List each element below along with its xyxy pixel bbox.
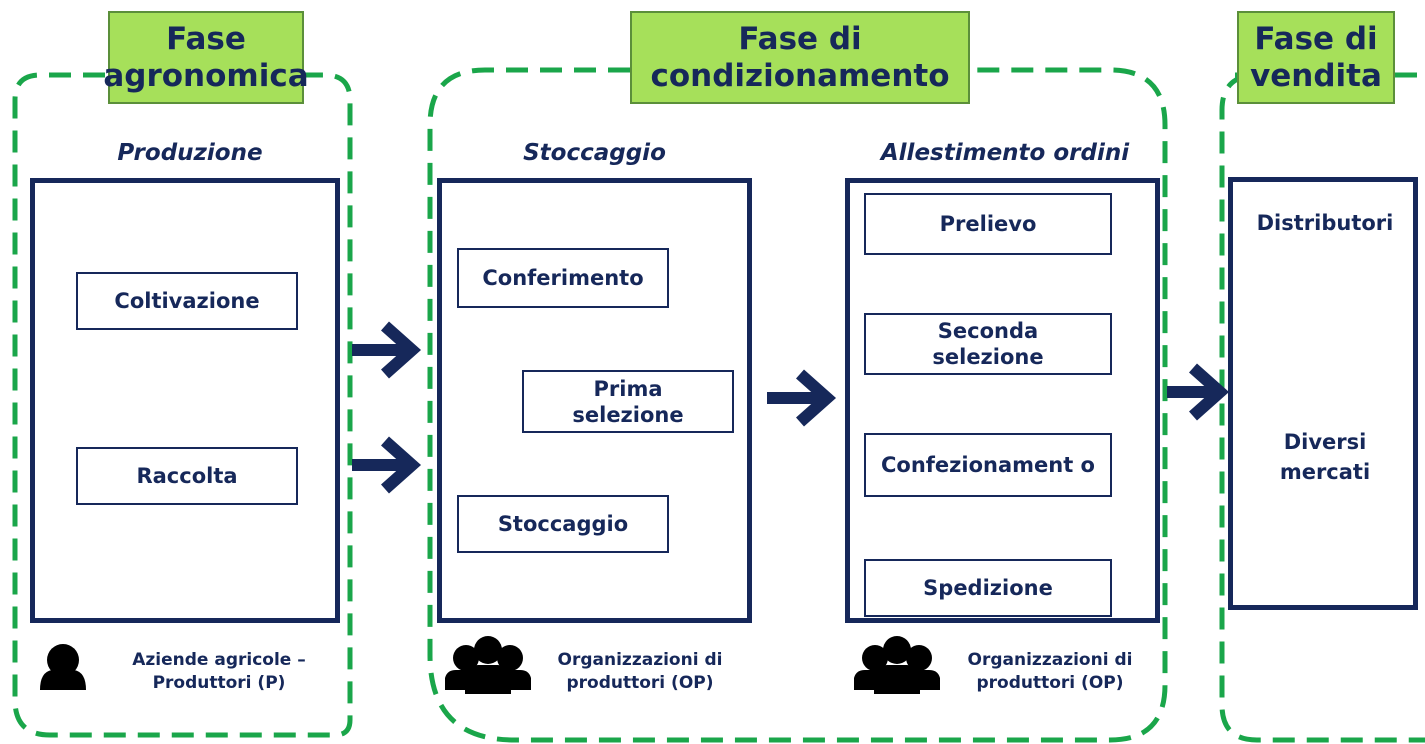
phase-label-vendita: Fase di vendita xyxy=(1237,11,1395,104)
box-vendita xyxy=(1228,177,1418,610)
arrow-right-icon xyxy=(352,436,422,494)
step-prelievo: Prelievo xyxy=(864,193,1112,255)
phase-label-agronomica-text: Fase agronomica xyxy=(103,20,309,94)
step-raccolta-label: Raccolta xyxy=(136,464,238,488)
actor-stoccaggio: Organizzazioni di produttori (OP) xyxy=(557,650,723,693)
step-prima-selezione-label: Prima selezione xyxy=(572,376,684,427)
vendita-mercati: Diversi mercati xyxy=(1279,430,1371,484)
stage-title-stoccaggio: Stoccaggio xyxy=(523,140,666,166)
group-icon xyxy=(854,636,940,694)
person-icon xyxy=(40,644,86,690)
step-spedizione-label: Spedizione xyxy=(923,576,1053,600)
actor-allestimento: Organizzazioni di produttori (OP) xyxy=(967,650,1133,693)
stage-title-allestimento: Allestimento ordini xyxy=(880,140,1130,166)
phase-container-condizionamento xyxy=(427,67,1168,743)
group-icon xyxy=(445,636,531,694)
step-confezionamento: Confezionament o xyxy=(864,433,1112,497)
box-produzione xyxy=(30,178,340,623)
step-coltivazione-label: Coltivazione xyxy=(114,289,260,313)
arrow-right-icon xyxy=(767,369,837,427)
phase-label-agronomica: Fase agronomica xyxy=(103,11,309,104)
step-stoccaggio-label: Stoccaggio xyxy=(497,512,629,536)
step-seconda-selezione: Seconda selezione xyxy=(864,313,1112,375)
actor-agronomica: Aziende agricole – Produttori (P) xyxy=(132,650,306,693)
stage-title-produzione: Produzione xyxy=(117,140,263,166)
step-raccolta: Raccolta xyxy=(76,447,298,505)
arrow-right-icon xyxy=(1167,363,1230,421)
step-stoccaggio: Stoccaggio xyxy=(457,495,669,553)
phase-label-condizionamento: Fase di condizionamento xyxy=(630,11,970,104)
step-confezionamento-label: Confezionament o xyxy=(881,453,1095,477)
phase-label-condizionamento-text: Fase di condizionamento xyxy=(650,20,950,94)
step-conferimento: Conferimento xyxy=(457,248,669,308)
vendita-distributori: Distributori xyxy=(1256,211,1394,235)
step-prelievo-label: Prelievo xyxy=(939,212,1037,236)
step-spedizione: Spedizione xyxy=(864,559,1112,617)
step-coltivazione: Coltivazione xyxy=(76,272,298,330)
phase-container-agronomica xyxy=(12,72,353,738)
step-conferimento-label: Conferimento xyxy=(482,266,644,290)
step-seconda-selezione-label: Seconda selezione xyxy=(932,319,1044,369)
arrow-right-icon xyxy=(352,321,422,379)
step-prima-selezione: Prima selezione xyxy=(522,370,734,433)
phase-label-vendita-text: Fase di vendita xyxy=(1250,20,1382,94)
